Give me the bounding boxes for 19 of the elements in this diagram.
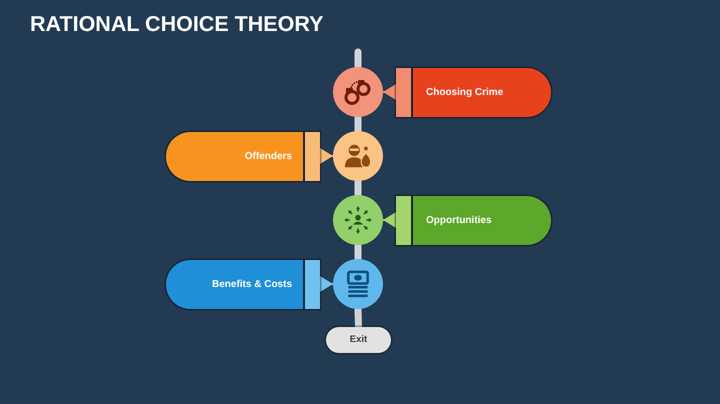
box-label: Opportunities xyxy=(426,214,492,227)
callout-box xyxy=(396,196,551,245)
box-label: Choosing Crime xyxy=(426,86,504,99)
pill-label: Exit xyxy=(350,334,368,346)
terminal-pill xyxy=(326,327,391,353)
pointer-arrow xyxy=(383,84,396,100)
pointer-arrow xyxy=(383,212,396,228)
callout-box xyxy=(166,260,320,309)
box-label: Benefits & Costs xyxy=(212,278,292,291)
icon-circle xyxy=(333,195,383,245)
pointer-arrow xyxy=(320,276,333,292)
icon-circle xyxy=(333,131,383,181)
pointer-arrow xyxy=(320,148,333,164)
title: RATIONAL CHOICE THEORY xyxy=(30,11,324,37)
callout-box xyxy=(396,68,551,117)
box-label: Offenders xyxy=(244,150,292,163)
icon-circle xyxy=(333,67,383,117)
icon-circle xyxy=(333,259,383,309)
callout-box xyxy=(166,132,320,181)
